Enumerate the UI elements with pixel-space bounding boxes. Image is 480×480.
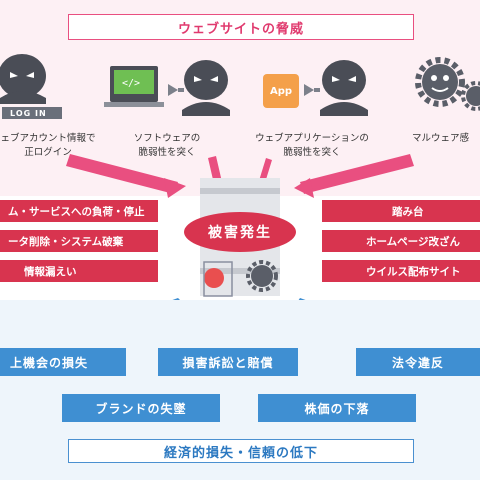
left-damage-item: 情報漏えい — [0, 260, 158, 282]
threat-caption-account: ェブアカウント情報で 正ログイン — [0, 133, 96, 158]
left-damage-item: ム・サービスへの負荷・停止 — [0, 200, 158, 222]
impact-item: 株価の下落 — [258, 394, 416, 422]
threat-caption-software: ソフトウェアの 脆弱性を突く — [133, 133, 201, 158]
economic-loss-title: 経済的損失・信頼の低下 — [68, 439, 414, 463]
impact-item: 上機会の損失 — [0, 348, 126, 376]
malware-gear-icon — [461, 81, 480, 111]
hacker-icon — [0, 54, 46, 104]
threat-caption-malware: マルウェア感 — [412, 133, 470, 144]
impact-item: ブランドの失墜 — [62, 394, 220, 422]
impact-item: 損害訴訟と賠償 — [158, 348, 298, 376]
damage-occurred-label: 被害発生 — [208, 225, 272, 241]
hacker-icon — [182, 60, 230, 116]
malware-gear-icon — [415, 57, 465, 107]
right-damage-item: ウイルス配布サイト — [322, 260, 480, 282]
impact-item: 法令違反 — [356, 348, 480, 376]
threat-caption-webapp: ウェブアプリケーションの 脆弱性を突く — [255, 133, 369, 158]
blue-arrows — [172, 298, 306, 300]
arrow-left-icon — [168, 84, 320, 96]
threats-title: ウェブサイトの脅威 — [68, 14, 414, 40]
right-damage-item: 踏み台 — [322, 200, 480, 222]
right-damage-item: ホームページ改ざん — [322, 230, 480, 252]
login-label: LOG IN — [2, 107, 62, 119]
left-damage-item: ータ削除・システム破棄 — [0, 230, 158, 252]
threat-illustrations: </> — [0, 54, 480, 300]
hacker-icon — [320, 60, 368, 116]
app-icon: App — [263, 74, 299, 108]
computer-icon: </> — [104, 66, 164, 107]
damage-illustration — [184, 178, 296, 297]
svg-text:</>: </> — [122, 78, 140, 89]
